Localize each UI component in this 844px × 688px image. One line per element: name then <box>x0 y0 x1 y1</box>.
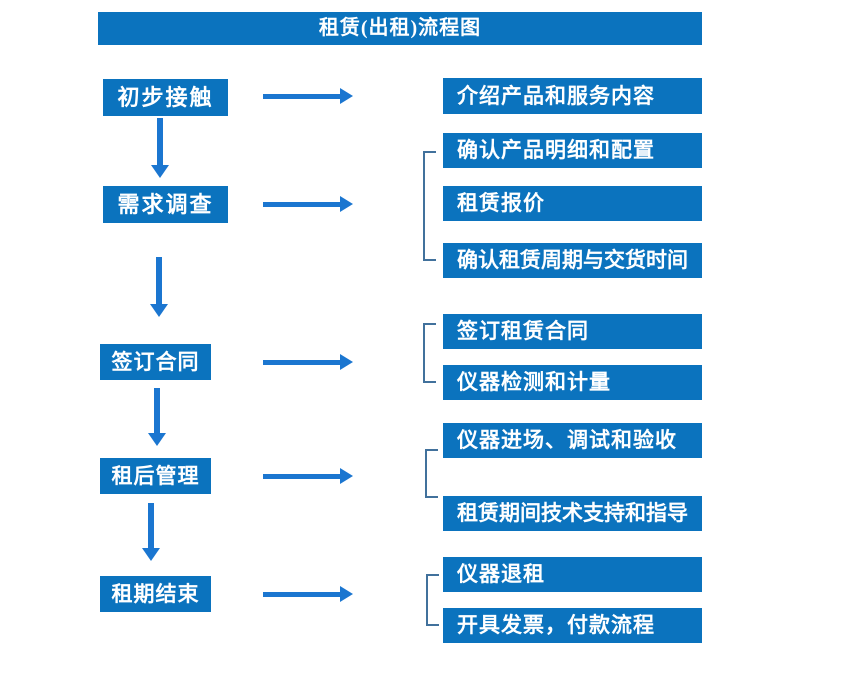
arrow-head <box>142 548 160 561</box>
arrow-right-icon <box>263 88 353 104</box>
stage-initial-contact: 初步接触 <box>103 79 228 116</box>
arrow-down-icon <box>151 118 169 178</box>
arrow-right-icon <box>263 196 353 212</box>
stage-rental-end: 租期结束 <box>100 576 211 612</box>
arrow-head <box>340 88 353 104</box>
group-bracket-icon <box>426 574 439 626</box>
arrow-shaft <box>156 257 162 306</box>
arrow-shaft <box>154 388 160 435</box>
arrow-head <box>340 468 353 484</box>
arrow-head <box>151 165 169 178</box>
arrow-right-icon <box>263 468 353 484</box>
group-bracket-icon <box>425 449 438 498</box>
detail-instrument-setup-acceptance: 仪器进场、调试和验收 <box>443 423 702 458</box>
arrow-shaft <box>263 360 342 365</box>
arrow-down-icon <box>150 257 168 317</box>
arrow-down-icon <box>142 503 160 561</box>
arrow-shaft <box>157 118 163 167</box>
arrow-shaft <box>263 592 342 597</box>
stage-post-rental-management: 租后管理 <box>100 458 211 494</box>
arrow-head <box>340 196 353 212</box>
arrow-shaft <box>263 94 342 99</box>
detail-rental-tech-support: 租赁期间技术支持和指导 <box>443 496 702 531</box>
arrow-head <box>340 354 353 370</box>
stage-demand-survey: 需求调查 <box>103 186 228 223</box>
arrow-right-icon <box>263 354 353 370</box>
detail-sign-rental-contract: 签订租赁合同 <box>443 314 702 349</box>
detail-introduce-products-services: 介绍产品和服务内容 <box>443 78 702 114</box>
detail-confirm-period-delivery: 确认租赁周期与交货时间 <box>443 243 702 278</box>
arrow-head <box>148 433 166 446</box>
arrow-right-icon <box>263 586 353 602</box>
detail-invoice-payment: 开具发票，付款流程 <box>443 608 702 643</box>
arrow-head <box>150 304 168 317</box>
page-title: 租赁(出租)流程图 <box>98 12 702 45</box>
group-bracket-icon <box>423 323 436 383</box>
stage-sign-contract: 签订合同 <box>100 344 211 380</box>
detail-confirm-product-config: 确认产品明细和配置 <box>443 133 702 168</box>
detail-instrument-return: 仪器退租 <box>443 557 702 592</box>
arrow-shaft <box>263 474 342 479</box>
group-bracket-icon <box>423 151 436 261</box>
detail-rental-quotation: 租赁报价 <box>443 186 702 221</box>
arrow-down-icon <box>148 388 166 446</box>
detail-instrument-testing: 仪器检测和计量 <box>443 365 702 400</box>
arrow-shaft <box>263 202 342 207</box>
arrow-shaft <box>148 503 154 550</box>
arrow-head <box>340 586 353 602</box>
